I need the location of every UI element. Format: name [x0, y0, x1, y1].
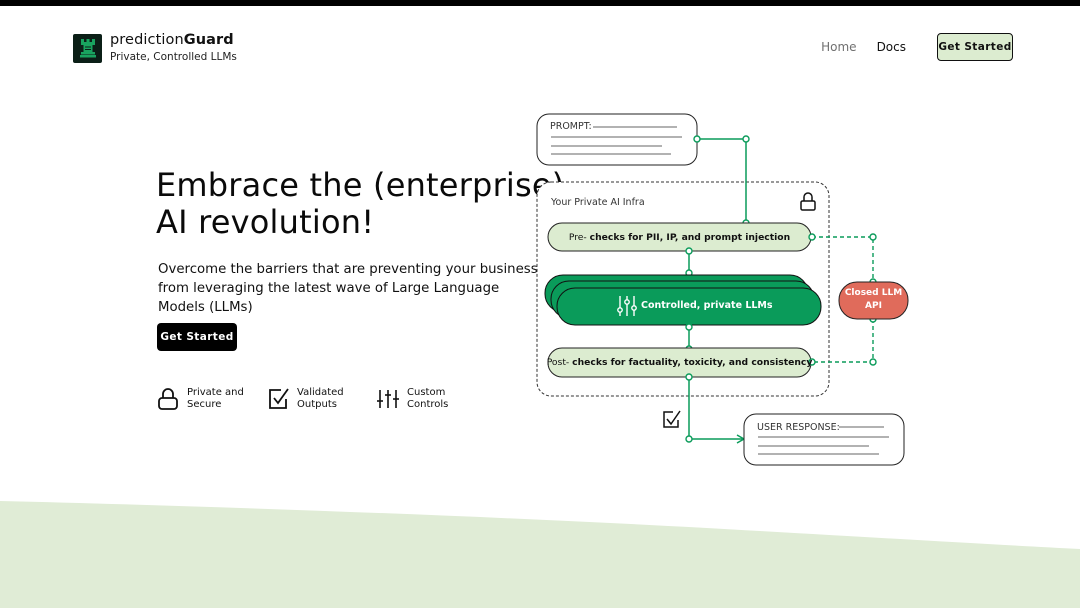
- post-check-prefix: Post-: [546, 357, 570, 368]
- hero-get-started-button[interactable]: Get Started: [157, 323, 237, 351]
- feature-label: Custom Controls: [407, 387, 465, 411]
- nav-home-link[interactable]: Home: [821, 40, 857, 54]
- infra-lock-icon: [800, 192, 816, 211]
- diagram-graphics: [536, 113, 909, 466]
- brand-name: predictionGuard: [110, 32, 234, 48]
- logo[interactable]: predictionGuard Private, Controlled LLMs: [73, 32, 237, 64]
- feature-label: Private and Secure: [187, 387, 245, 411]
- post-check-text: Post- checks for factuality, toxicity, a…: [546, 348, 813, 377]
- hero-title-line2: AI revolution!: [156, 203, 375, 241]
- pre-check-text: Pre- checks for PII, IP, and prompt inje…: [548, 223, 811, 251]
- hero-subtitle: Overcome the barriers that are preventin…: [158, 262, 538, 315]
- feature-label-line2: Secure: [187, 399, 222, 410]
- feature-list: Private and Secure Validated Outputs: [157, 387, 487, 411]
- post-check-label: checks for factuality, toxicity, and con…: [572, 357, 813, 368]
- hero-title: Embrace the (enterprise) AI revolution!: [156, 167, 606, 241]
- brand-tagline: Private, Controlled LLMs: [110, 51, 237, 63]
- feature-custom-controls: Custom Controls: [377, 387, 465, 411]
- closed-llm-pill: [838, 281, 909, 320]
- feature-label-line1: Validated: [297, 387, 344, 398]
- top-nav: Home Docs Get Started: [821, 33, 1013, 61]
- background-wave: [0, 501, 1080, 608]
- feature-label-line1: Private and: [187, 387, 244, 398]
- checkbox-icon: [267, 387, 289, 411]
- closed-llm-line1: Closed LLM: [844, 288, 903, 298]
- output-check-icon: [663, 410, 681, 428]
- feature-label: Validated Outputs: [297, 387, 355, 411]
- header-get-started-button[interactable]: Get Started: [937, 33, 1013, 61]
- architecture-diagram: PROMPT: Your Private AI Infra Pre- check…: [530, 108, 920, 478]
- sliders-icon: [377, 387, 399, 411]
- llm-label: Controlled, private LLMs: [641, 300, 773, 311]
- llm-sliders-icon: [617, 296, 637, 316]
- feature-label-line2: Controls: [407, 399, 449, 410]
- rook-icon: [73, 33, 102, 63]
- lock-icon: [157, 387, 179, 411]
- response-label: USER RESPONSE:: [757, 422, 840, 433]
- prompt-label: PROMPT:: [550, 121, 592, 132]
- closed-llm-label: Closed LLM API: [839, 287, 908, 313]
- feature-label-line2: Outputs: [297, 399, 337, 410]
- feature-validated-outputs: Validated Outputs: [267, 387, 355, 411]
- hero-title-line1: Embrace the (enterprise): [156, 166, 565, 204]
- top-bar: [0, 0, 1080, 6]
- pre-check-prefix: Pre-: [568, 231, 587, 243]
- feature-private-secure: Private and Secure: [157, 387, 245, 411]
- closed-llm-line2: API: [865, 301, 882, 311]
- nav-docs-link[interactable]: Docs: [876, 40, 906, 54]
- infra-label: Your Private AI Infra: [551, 197, 645, 208]
- brand: predictionGuard Private, Controlled LLMs: [110, 32, 237, 64]
- feature-label-line1: Custom: [407, 387, 446, 398]
- pre-check-label: checks for PII, IP, and prompt injection: [589, 231, 791, 243]
